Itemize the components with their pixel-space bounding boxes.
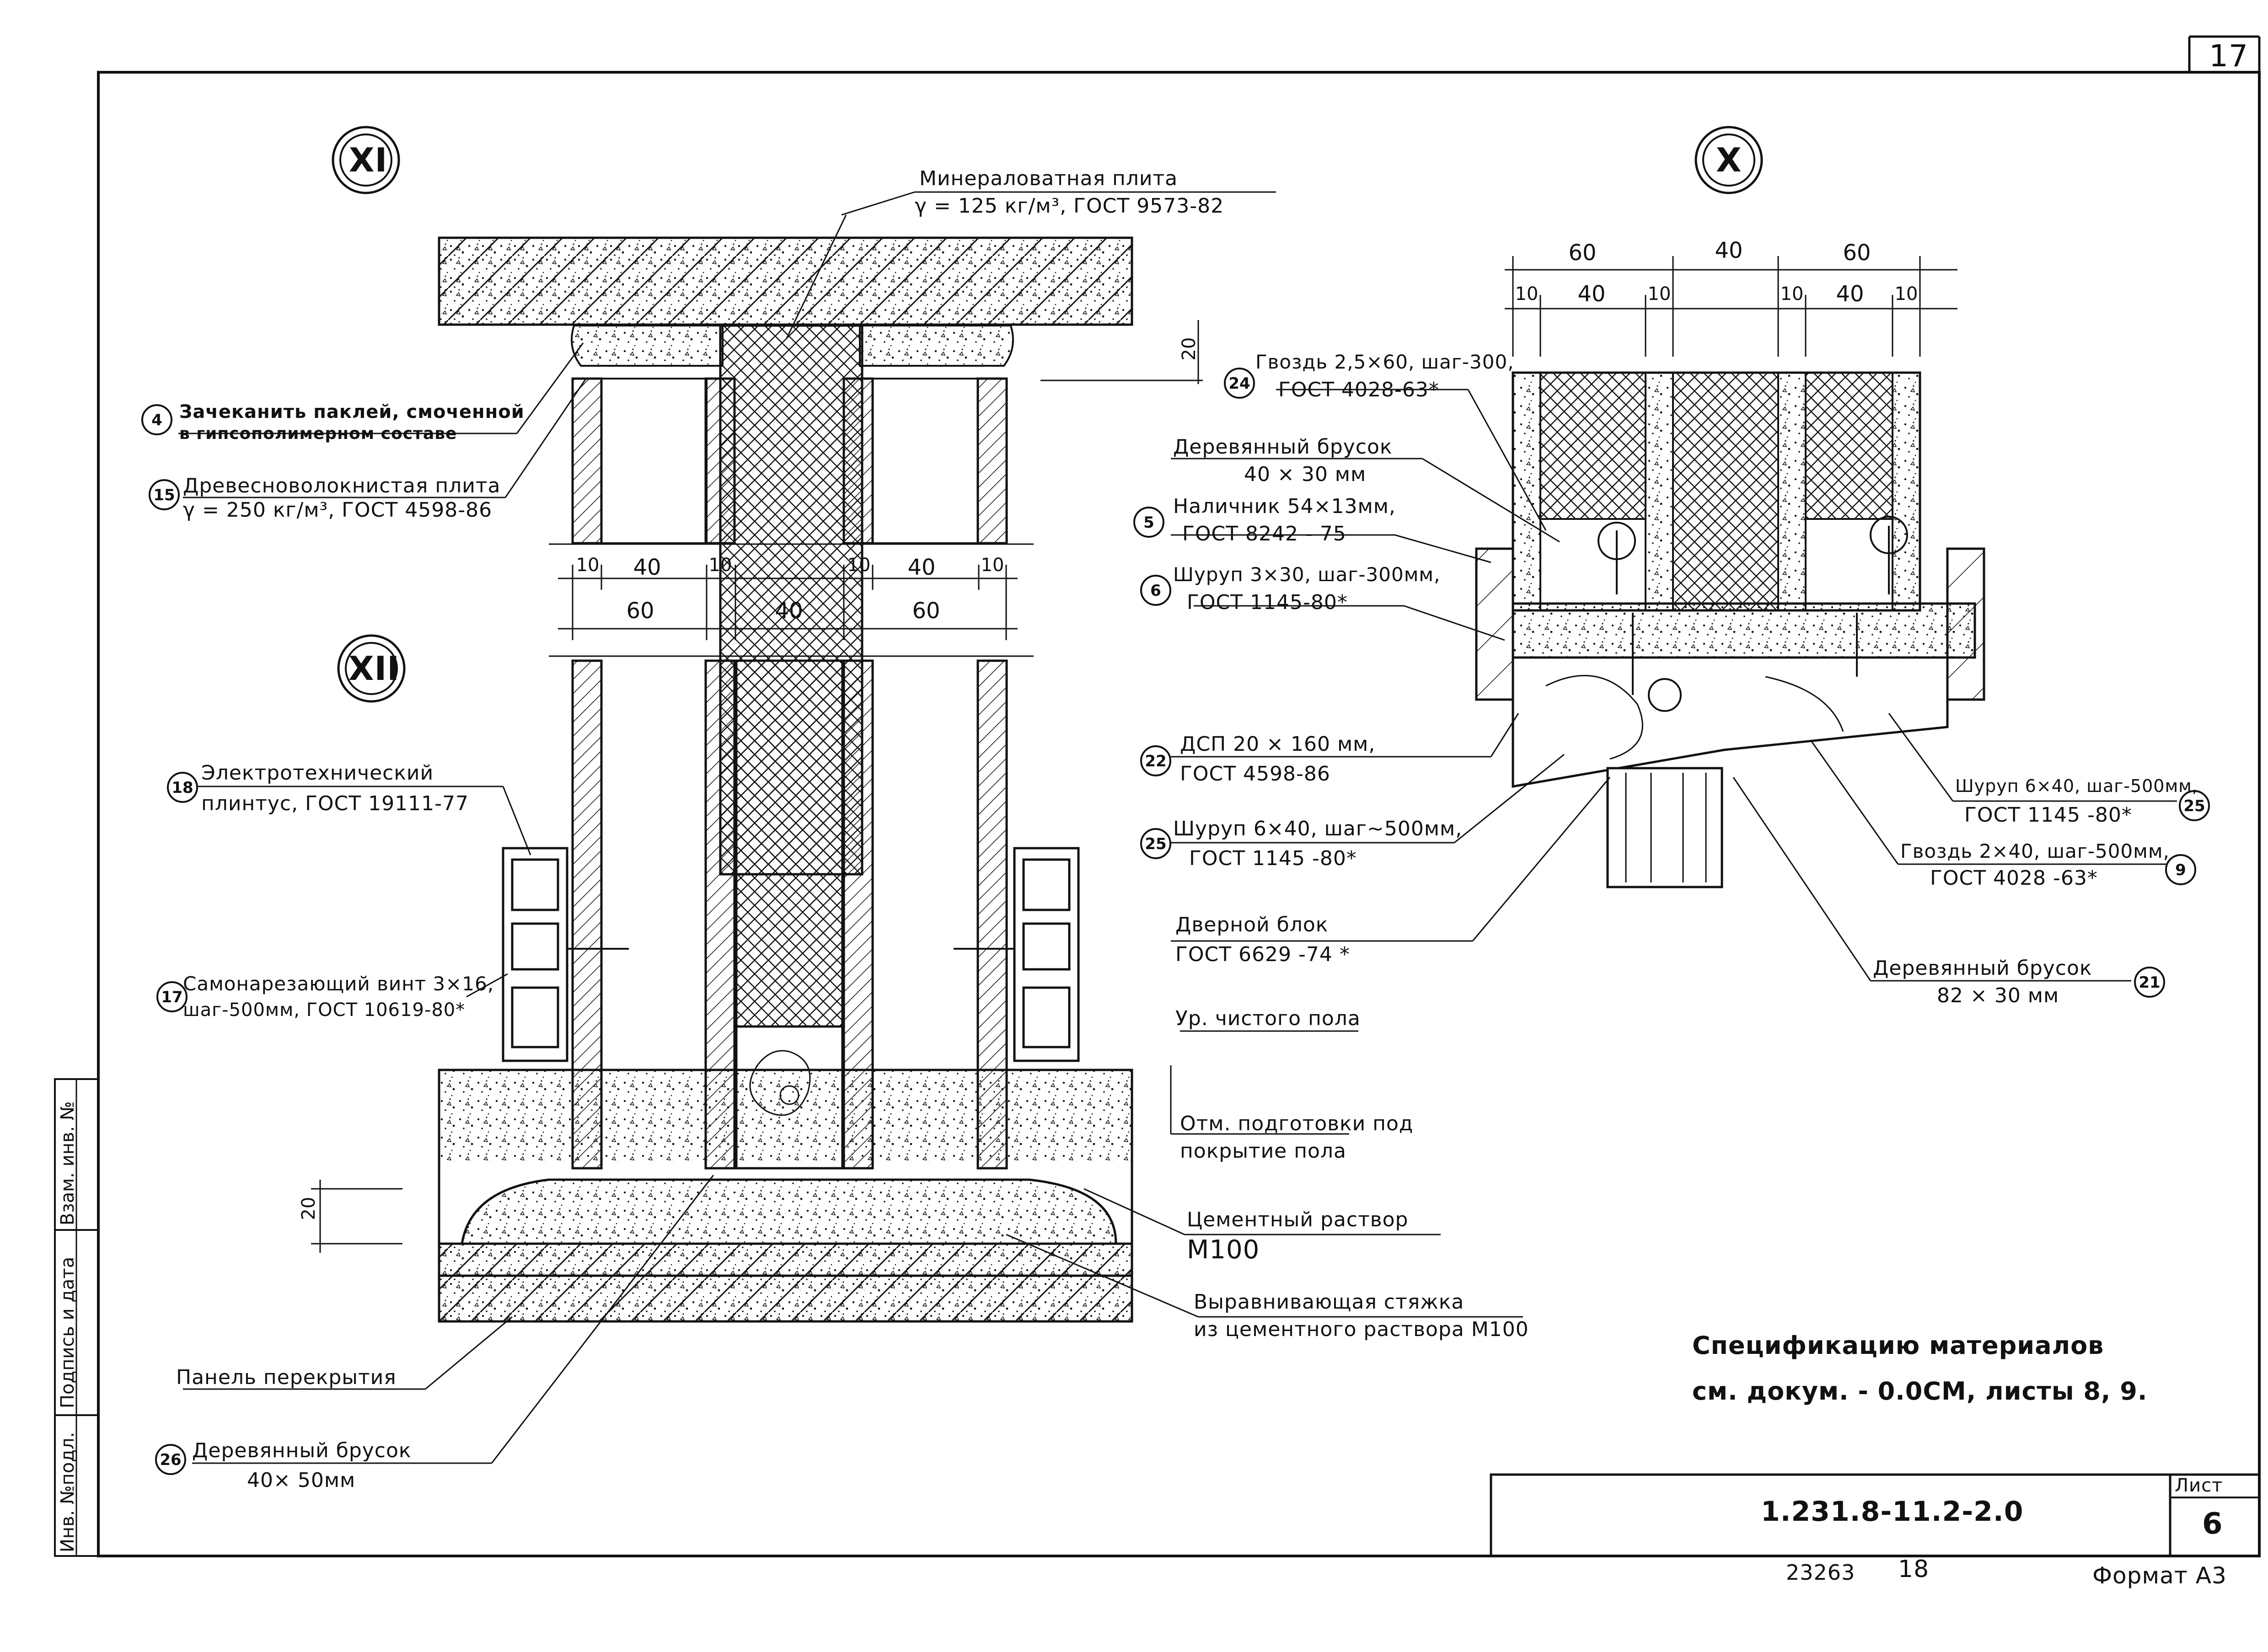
screw-label: Самонарезающий винт 3×16, <box>183 973 494 995</box>
section-mark-x: X <box>1716 141 1742 179</box>
prep-level-label-2: покрытие пола <box>1180 1139 1346 1163</box>
mineral-plate-spec: γ = 125 кг/м³, ГОСТ 9573-82 <box>915 194 1224 218</box>
fiberboard-label: Древесноволокнистая плита <box>183 474 501 497</box>
bar-82x30-spec: 82 × 30 мм <box>1937 984 2059 1007</box>
dim-r-40: 40 <box>1715 238 1743 263</box>
cement-mortar-grade: М100 <box>1187 1235 1260 1265</box>
dim-10b: 10 <box>708 555 732 576</box>
callout-num-17: 17 <box>161 988 183 1006</box>
dim-r-10a: 10 <box>1515 283 1539 305</box>
callout-num-21: 21 <box>2139 973 2161 992</box>
callout-num-9: 9 <box>2175 861 2186 879</box>
corner-page-number: 17 <box>2209 38 2248 74</box>
screed-spec: из цементного раствора М100 <box>1194 1318 1529 1341</box>
bar-40x50-label: Деревянный брусок <box>192 1439 412 1462</box>
list-label: Лист <box>2175 1475 2223 1496</box>
fiberboard-spec: γ = 250 кг/м³, ГОСТ 4598-86 <box>183 498 493 522</box>
screw-6x40-right-label: Шуруп 6×40, шаг-500мм, <box>1955 776 2198 796</box>
caulk-label-2: в гипсополимерном составе <box>179 424 457 443</box>
section-mark-xii: XII <box>349 649 400 688</box>
format-label: Формат А3 <box>2092 1562 2227 1589</box>
callout-num-24: 24 <box>1228 374 1250 393</box>
callout-num-4: 4 <box>151 411 162 429</box>
screw-6x40-spec: ГОСТ 1145 -80* <box>1189 847 1357 870</box>
section-mark-xi: XI <box>349 141 388 179</box>
dim-20-bottom: 20 <box>298 1197 319 1220</box>
callout-num-22: 22 <box>1145 752 1167 770</box>
dim-40a: 40 <box>633 555 661 580</box>
callout-num-6: 6 <box>1150 582 1161 600</box>
nail-2-5x60-spec: ГОСТ 4028-63* <box>1278 378 1439 401</box>
list-number: 6 <box>2202 1507 2223 1541</box>
dim-20-top: 20 <box>1179 337 1200 361</box>
cement-mortar-label: Цементный раствор <box>1187 1208 1409 1231</box>
callout-num-5: 5 <box>1143 513 1154 532</box>
screed-label: Выравнивающая стяжка <box>1194 1290 1464 1314</box>
trim-spec: ГОСТ 8242 - 75 <box>1182 522 1346 545</box>
mineral-plate-label: Минераловатная плита <box>919 167 1178 190</box>
dim-10c: 10 <box>847 555 871 576</box>
chipboard-spec: ГОСТ 4598-86 <box>1180 762 1330 786</box>
door-block-label: Дверной блок <box>1175 913 1329 936</box>
dim-r-10c: 10 <box>1780 283 1804 305</box>
spec-note-line1: Спецификацию материалов <box>1692 1331 2104 1360</box>
bar-82x30-label: Деревянный брусок <box>1873 957 2092 980</box>
floor-level-label: Ур. чистого пола <box>1175 1007 1361 1030</box>
dim-40b: 40 <box>907 555 936 580</box>
stamp-inv-podl: Инв. №подл. <box>57 1432 78 1552</box>
nail-2x40-label: Гвоздь 2×40, шаг-500мм, <box>1900 840 2170 862</box>
spec-note-line2: см. докум. - 0.0СМ, листы 8, 9. <box>1692 1377 2148 1406</box>
stamp-podpis: Подпись и дата <box>57 1256 78 1408</box>
screw-6x40-right-spec: ГОСТ 1145 -80* <box>1964 803 2132 827</box>
callout-num-25b: 25 <box>2183 797 2205 815</box>
slab-label: Панель перекрытия <box>176 1366 397 1389</box>
inventory-number: 23263 <box>1786 1560 1855 1585</box>
callout-num-15: 15 <box>153 486 175 504</box>
screw-3x30-spec: ГОСТ 1145-80* <box>1187 591 1348 614</box>
chipboard-label: ДСП 20 × 160 мм, <box>1180 732 1376 756</box>
document-code: 1.231.8-11.2-2.0 <box>1761 1496 2024 1528</box>
callout-num-18: 18 <box>172 779 193 797</box>
inventory-page: 18 <box>1898 1556 1930 1583</box>
dim-r-60b: 60 <box>1843 240 1871 266</box>
stamp-vzam: Взам. инв. № <box>57 1101 78 1225</box>
dim-60b: 60 <box>912 598 940 624</box>
bar-40x50-spec: 40× 50мм <box>247 1469 356 1492</box>
callout-num-26: 26 <box>160 1451 182 1469</box>
dim-r-10d: 10 <box>1894 283 1918 305</box>
dim-r-40a: 40 <box>1577 281 1606 307</box>
screw-6x40-label: Шуруп 6×40, шаг~500мм, <box>1173 817 1463 840</box>
door-block-spec: ГОСТ 6629 -74 * <box>1175 943 1350 966</box>
skirting-label: Электротехнический <box>201 761 434 785</box>
callout-num-25a: 25 <box>1145 835 1167 853</box>
nail-2x40-spec: ГОСТ 4028 -63* <box>1930 866 2098 890</box>
screw-3x30-label: Шуруп 3×30, шаг-300мм, <box>1173 563 1441 586</box>
nail-2-5x60-label: Гвоздь 2,5×60, шаг-300, <box>1255 351 1514 373</box>
bar-40x30-label: Деревянный брусок <box>1173 435 1393 459</box>
caulk-label: Зачеканить паклей, смоченной <box>179 401 525 422</box>
dim-r-10b: 10 <box>1647 283 1671 305</box>
screw-spec: шаг-500мм, ГОСТ 10619-80* <box>183 1000 466 1021</box>
bar-40x30-spec: 40 × 30 мм <box>1244 463 1367 486</box>
skirting-spec: плинтус, ГОСТ 19111-77 <box>201 792 469 815</box>
trim-label: Наличник 54×13мм, <box>1173 495 1396 518</box>
dim-r-40b: 40 <box>1836 281 1864 307</box>
dim-10d: 10 <box>981 555 1004 576</box>
dim-40c: 40 <box>775 598 803 624</box>
dim-r-60a: 60 <box>1568 240 1597 266</box>
prep-level-label: Отм. подготовки под <box>1180 1112 1414 1135</box>
dim-60a: 60 <box>626 598 654 624</box>
dim-10a: 10 <box>576 555 600 576</box>
